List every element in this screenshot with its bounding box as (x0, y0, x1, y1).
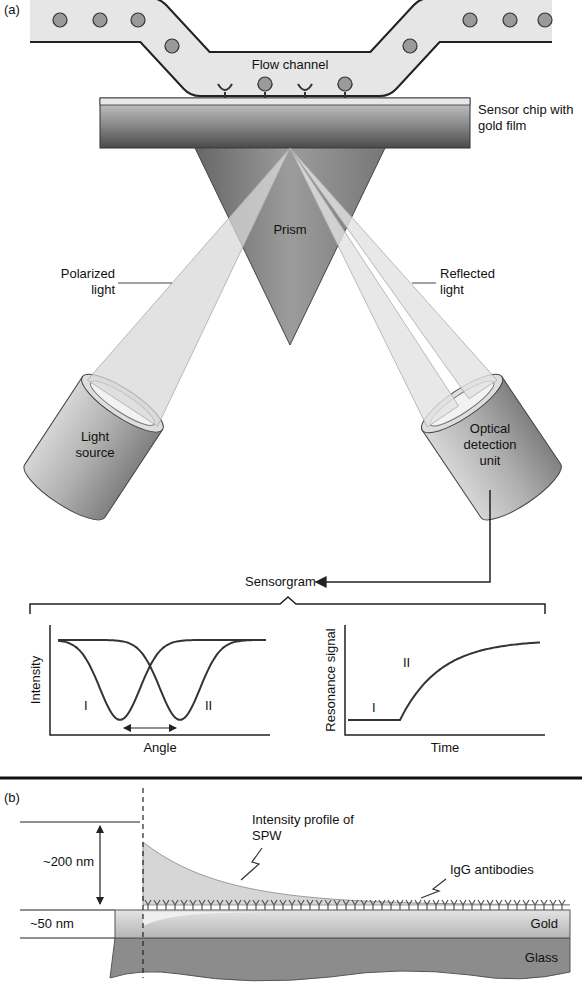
signal-arrow (316, 490, 490, 582)
sensor-chip: Sensor chip with gold film (100, 98, 470, 148)
node-text: Light source (65, 429, 125, 461)
axis-label: Resonance signal (323, 628, 339, 731)
axis-label: Intensity (28, 656, 44, 704)
analyte-ball (53, 13, 67, 27)
analyte-ball (258, 77, 272, 91)
axis-label: Time (431, 740, 459, 756)
dimension-box (20, 910, 115, 938)
receptor (218, 84, 232, 98)
dimension-label: ~50 nm (30, 916, 74, 932)
resonance-dip-curve (58, 640, 266, 720)
panel-letter: (b) (4, 790, 20, 806)
callout-label: IgG antibodies (450, 862, 534, 878)
receptor (298, 84, 312, 98)
dimension-arrow (99, 826, 100, 904)
plot-axes (50, 625, 270, 735)
beam-label: Polarized light (40, 266, 115, 298)
gold-layer: Gold (115, 910, 570, 938)
sensor-chip (100, 98, 470, 148)
node-text: Flow channel (252, 57, 329, 73)
node-text: Sensorgram (245, 574, 316, 590)
axis-label: Angle (143, 740, 176, 756)
reference-line (142, 788, 143, 978)
glass-substrate (110, 938, 570, 981)
igg-antibodies (145, 900, 565, 910)
analyte-ball (131, 13, 145, 27)
flow-channel-wall (30, 20, 552, 74)
curve-label: I (84, 698, 88, 714)
node-text: Optical detection unit (454, 421, 526, 469)
dimension-label: ~200 nm (26, 854, 94, 870)
leader-line (241, 848, 262, 880)
panel-separator (0, 777, 582, 780)
glass-substrate: Glass (115, 938, 570, 978)
dimension-line (20, 822, 140, 823)
analyte-ball (403, 39, 417, 53)
sensorgram-bracket (30, 597, 545, 614)
analyte-ball (338, 77, 352, 91)
leader-line (118, 283, 172, 284)
incident-beam (87, 148, 290, 426)
spw-evanescent-tail (143, 912, 260, 926)
sensorgram-heading: Sensorgram (245, 574, 316, 590)
gold-layer (115, 910, 570, 938)
resonance-dip-curve (58, 640, 266, 720)
node-text: Sensor chip with gold film (478, 102, 578, 134)
analyte-ball (165, 39, 179, 53)
light-source: Light source (55, 420, 135, 470)
leader-line (412, 283, 436, 284)
analyte-ball (503, 13, 517, 27)
optical-detection-unit: Optical detection unit (450, 400, 530, 490)
gold-film (100, 98, 470, 105)
node-text: Prism (273, 222, 306, 238)
flow-channel: Flow channel (225, 55, 355, 75)
node-text: Gold (531, 916, 558, 932)
curve-label: I (372, 700, 376, 716)
curve-label: II (403, 655, 410, 671)
analyte-ball (93, 13, 107, 27)
panel-letter: (a) (4, 2, 20, 18)
node-text: Glass (525, 950, 558, 966)
analyte-ball (463, 13, 477, 27)
leader-line (421, 879, 446, 898)
reflected-beam (290, 148, 459, 427)
callout-label: Intensity profile of SPW (252, 812, 382, 844)
curve-label: II (205, 698, 212, 714)
binding-curve (348, 642, 540, 720)
plot-axes (345, 625, 545, 735)
spw-intensity-profile (143, 842, 570, 905)
analyte-ball (538, 13, 552, 27)
flow-channel-lumen (30, 20, 552, 74)
shift-arrow (124, 727, 176, 728)
prism: Prism (255, 220, 325, 240)
beam-label: Reflected light (440, 266, 520, 298)
